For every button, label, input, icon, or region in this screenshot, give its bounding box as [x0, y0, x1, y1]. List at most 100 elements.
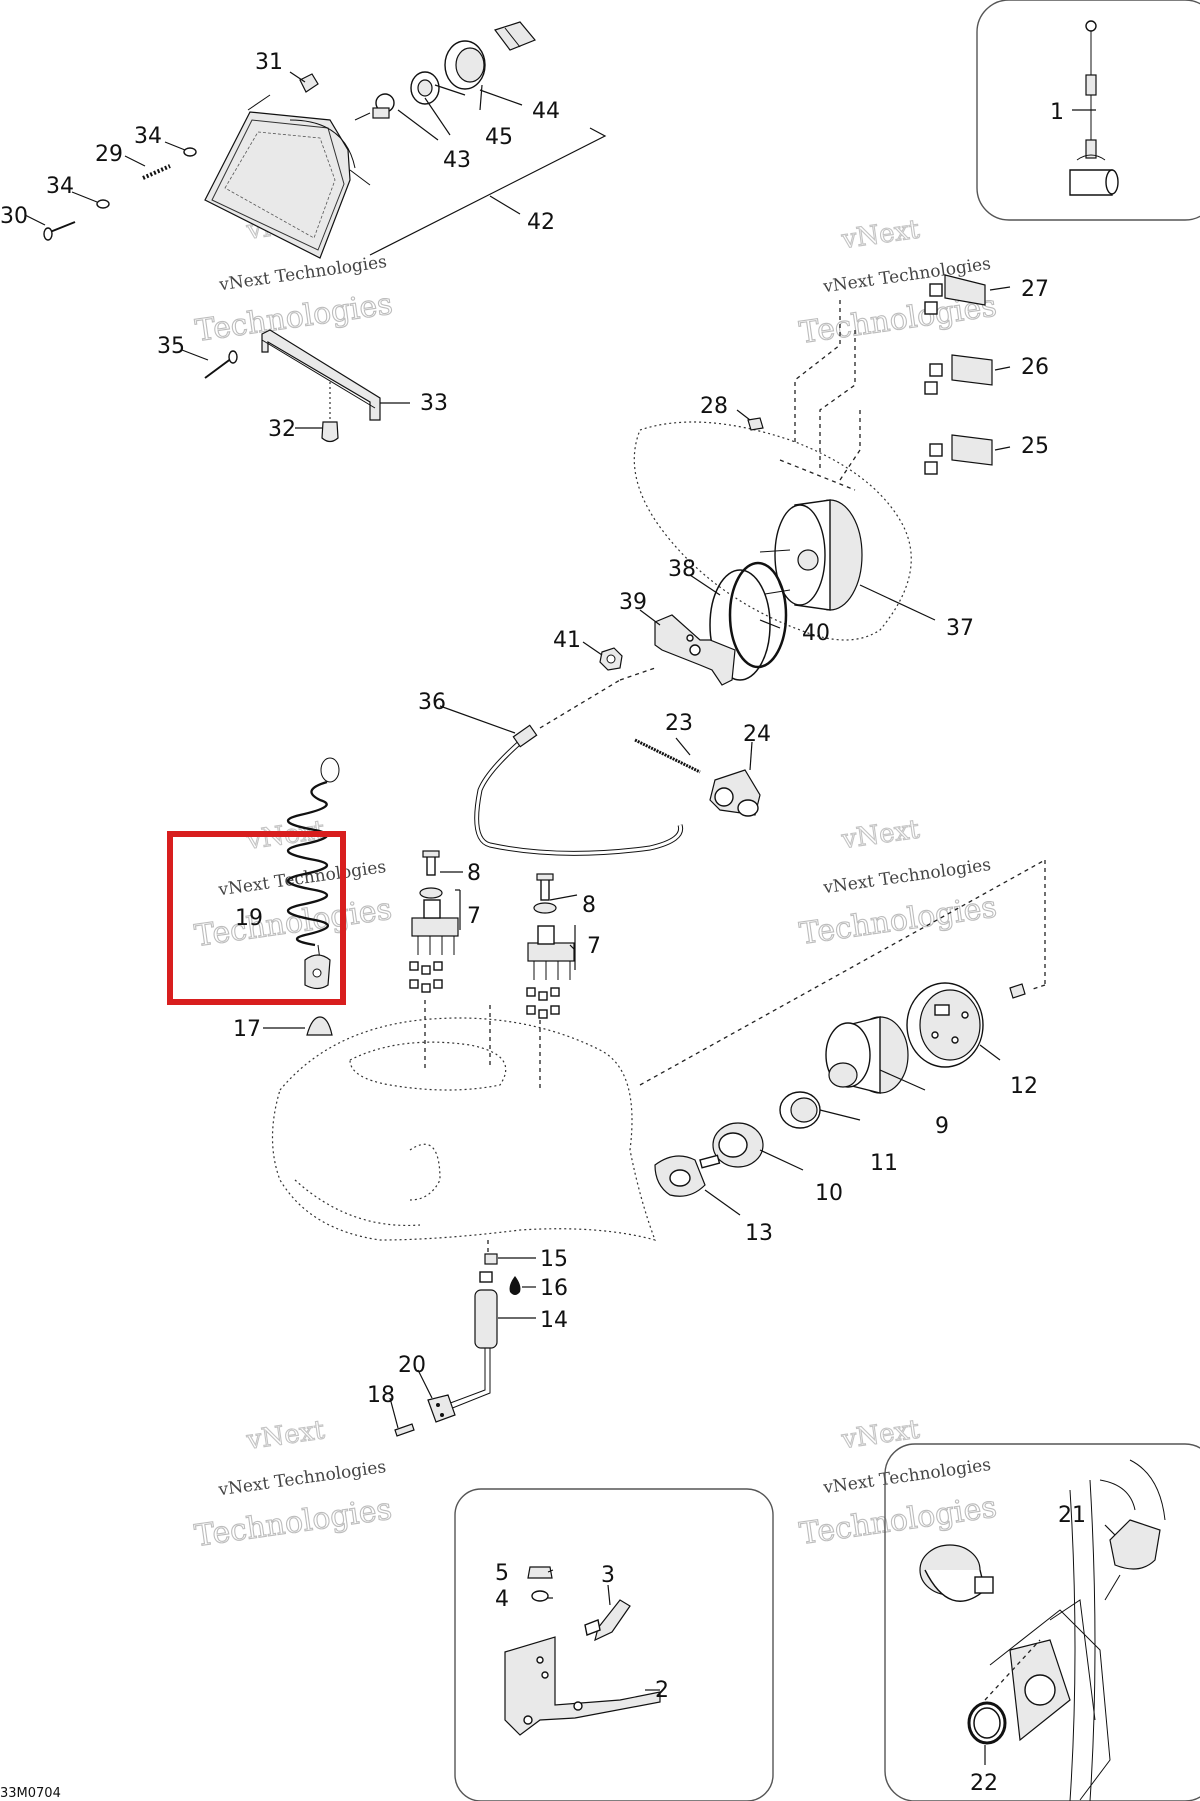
callout-26: 26	[1021, 355, 1049, 380]
headlight-hardware	[43, 147, 197, 241]
part-38-oring	[709, 569, 771, 681]
part-22-ring	[967, 1701, 1007, 1745]
part-10-bezel	[712, 1122, 764, 1168]
watermark-2: vNext vNext Technologies Technologies	[797, 214, 1000, 352]
callout-41: 41	[553, 628, 581, 653]
highlight-box-part-19	[167, 831, 346, 1005]
part-13-key	[654, 1154, 721, 1197]
diagram-code: 33M0704	[0, 1786, 61, 1801]
callout-9: 9	[935, 1114, 949, 1139]
part-20-connector	[427, 1394, 456, 1423]
part-44-ring	[444, 21, 536, 90]
callout-44: 44	[532, 99, 560, 124]
part-12-connector	[906, 982, 1026, 1068]
callout-12: 12	[1010, 1074, 1038, 1099]
callout-18: 18	[367, 1383, 395, 1408]
part-16-drop-icon	[509, 1276, 521, 1295]
part-23-screw	[634, 738, 701, 774]
callout-38: 38	[668, 557, 696, 582]
callout-22: 22	[970, 1771, 998, 1796]
part-33-bracket	[261, 329, 381, 421]
part-43-bulb	[354, 93, 395, 121]
callout-7a: 7	[467, 904, 481, 929]
callout-29: 29	[95, 142, 123, 167]
part-37-gauge	[759, 499, 863, 611]
callout-27: 27	[1021, 277, 1049, 302]
part-1-rod	[1069, 20, 1119, 196]
callout-25: 25	[1021, 434, 1049, 459]
callout-40: 40	[802, 621, 830, 646]
callout-35: 35	[157, 334, 185, 359]
part-19-lanyard	[286, 757, 340, 990]
callout-3: 3	[601, 1563, 615, 1588]
part-32-nut	[321, 421, 339, 443]
svg-text:Technologies: Technologies	[797, 890, 998, 952]
callout-20: 20	[398, 1353, 426, 1378]
part-21-switch-body	[919, 1544, 994, 1602]
part-8-washer-left	[419, 887, 443, 899]
part-5-nut	[527, 1566, 553, 1579]
callout-23: 23	[665, 711, 693, 736]
headlight-assembly	[204, 94, 371, 259]
part-9-ignition-switch	[825, 1016, 909, 1094]
callout-32: 32	[268, 417, 296, 442]
part-41-nut	[599, 647, 623, 671]
callout-21: 21	[1058, 1503, 1086, 1528]
part-17-cap	[306, 1016, 333, 1036]
part-2-bracket	[504, 1636, 661, 1736]
part-25-connector	[924, 434, 993, 475]
part-24-switch	[709, 769, 761, 817]
inset-box-part-2	[454, 1488, 774, 1801]
watermark-5: vNext vNext Technologies Technologies	[192, 1415, 395, 1555]
callout-19: 19	[235, 906, 263, 931]
callout-39: 39	[619, 590, 647, 615]
svg-text:vNext: vNext	[839, 215, 922, 256]
callout-4: 4	[495, 1587, 509, 1612]
callout-labels: 1 2 3 4 5 7 7 8 8 9 10 11 12 13 14 15 16…	[0, 50, 1086, 1796]
leader-lines	[24, 71, 1116, 1765]
callout-13: 13	[745, 1221, 773, 1246]
callout-7b: 7	[587, 934, 601, 959]
svg-text:Technologies: Technologies	[797, 1490, 998, 1552]
part-8-knob-left	[422, 850, 440, 876]
callout-8a: 8	[467, 861, 481, 886]
console-outline	[271, 859, 1046, 1241]
callout-34b: 34	[46, 174, 74, 199]
part-21-cable	[1099, 1459, 1166, 1601]
inset-box-part-1	[976, 0, 1200, 221]
part-11-ring	[779, 1091, 821, 1129]
svg-text:Technologies: Technologies	[193, 287, 394, 349]
part-36-cable	[474, 724, 684, 856]
callout-30: 30	[0, 204, 28, 229]
callout-17: 17	[233, 1017, 261, 1042]
callout-43: 43	[443, 148, 471, 173]
svg-text:vNext Technologies: vNext Technologies	[216, 1457, 387, 1500]
part-39-bracket	[654, 614, 736, 686]
part-27-connector	[924, 274, 986, 315]
part-35-rivet	[204, 350, 238, 379]
part-40-ring	[728, 561, 788, 669]
svg-text:vNext: vNext	[839, 815, 922, 856]
part-26-connector	[924, 354, 993, 395]
callout-2: 2	[655, 1678, 669, 1703]
part-14-sensor	[444, 1271, 498, 1410]
callout-1: 1	[1050, 100, 1064, 125]
callout-31: 31	[255, 50, 283, 75]
steering-column-outline	[989, 1479, 1111, 1801]
callout-42: 42	[527, 210, 555, 235]
callout-10: 10	[815, 1181, 843, 1206]
svg-text:vNext: vNext	[244, 1415, 327, 1456]
callout-37: 37	[946, 616, 974, 641]
part-28-bulb	[747, 417, 764, 431]
callout-8b: 8	[582, 893, 596, 918]
callout-16: 16	[540, 1276, 568, 1301]
svg-text:vNext Technologies: vNext Technologies	[217, 252, 388, 295]
part-7-switch-left	[409, 899, 459, 993]
watermark-6: vNext vNext Technologies Technologies	[797, 1414, 1000, 1553]
callout-5: 5	[495, 1561, 509, 1586]
inset-box-part-21	[884, 1443, 1200, 1801]
part-31-clip	[299, 73, 319, 93]
gauge-hood-outline	[633, 421, 912, 641]
callout-34a: 34	[134, 124, 162, 149]
callout-36: 36	[418, 690, 446, 715]
